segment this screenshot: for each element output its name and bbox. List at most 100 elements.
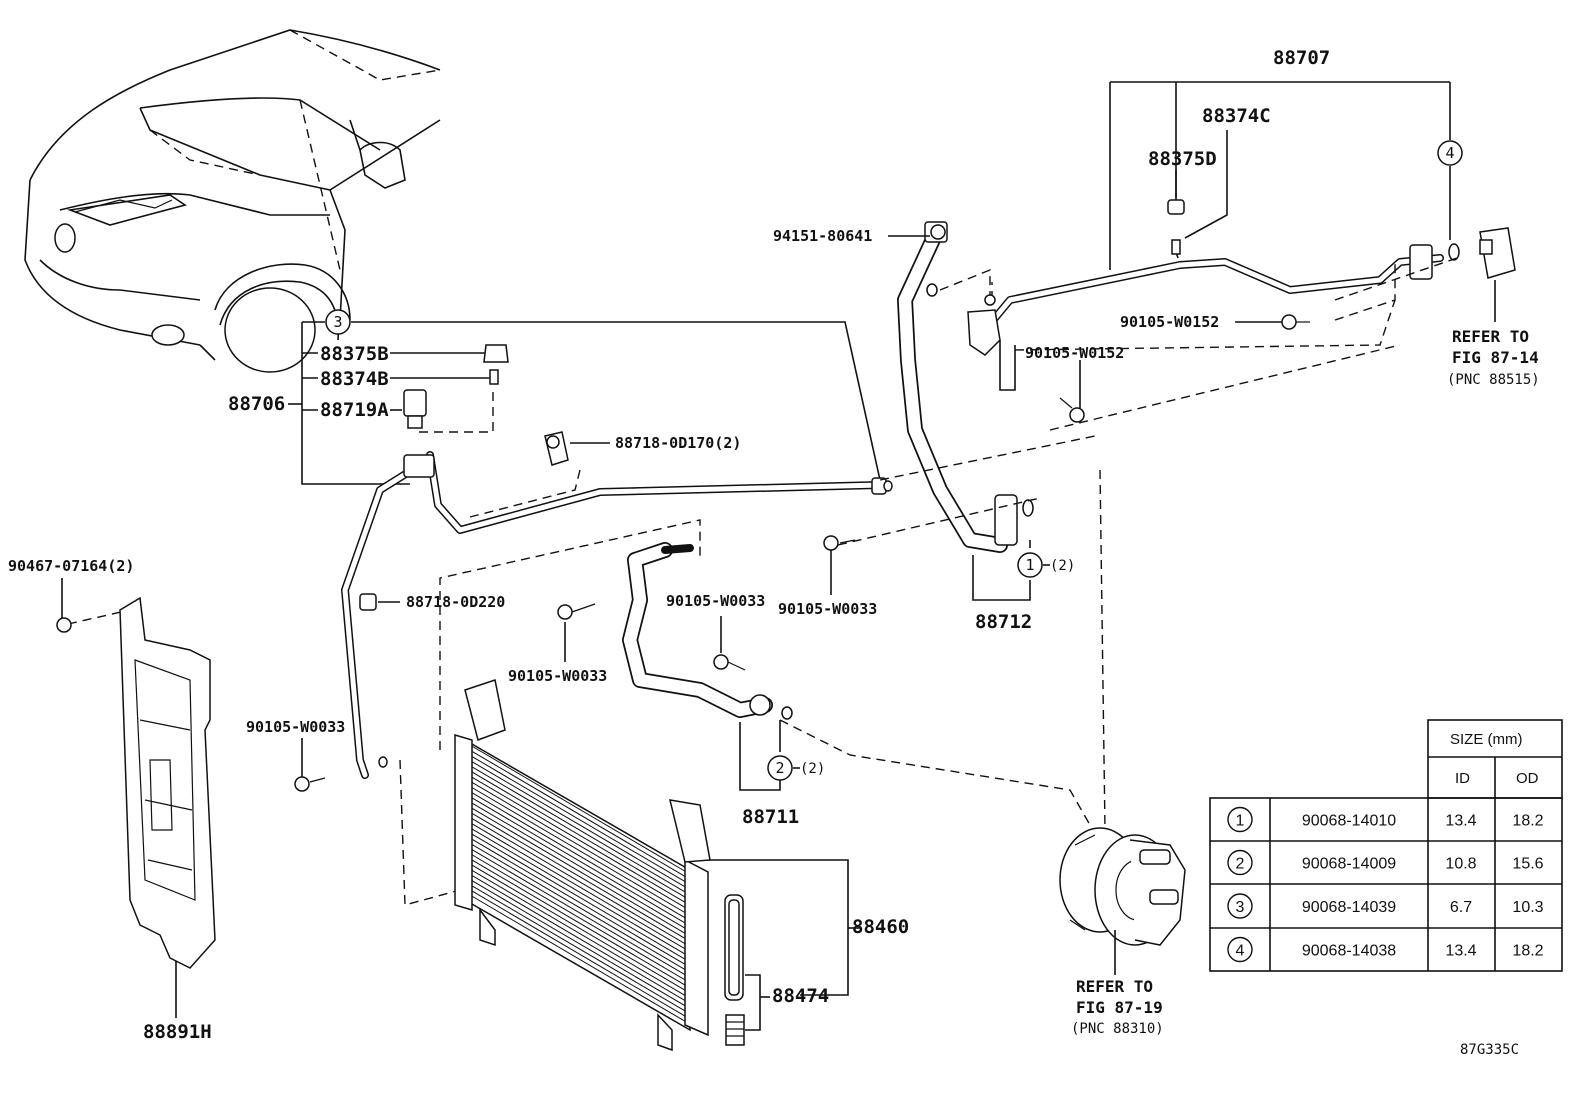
- table-cell-id: 6.7: [1450, 899, 1472, 916]
- label-88460: 88460: [852, 916, 909, 938]
- table-cell-od: 18.2: [1512, 813, 1543, 830]
- bracket-88706-group: [288, 321, 881, 485]
- svg-text:(PNC 88515): (PNC 88515): [1447, 372, 1540, 388]
- refrigerant-pipes: [341, 227, 1444, 779]
- table-ref-circle: [1227, 936, 1253, 963]
- part-labels: 88707 88374C 88375D 94151-80641 90105-W0…: [8, 47, 1330, 1043]
- condenser-fin: [469, 873, 689, 1003]
- svg-text:FIG 87-14: FIG 87-14: [1452, 348, 1539, 367]
- radiator-side-seal-88891H: [56, 596, 216, 969]
- condenser-fin: [469, 884, 689, 1014]
- condenser-fin: [469, 806, 689, 936]
- compressor-reference: [1059, 827, 1186, 946]
- table-cell-ref: 1: [1236, 813, 1245, 830]
- reference-note-fig-87-19: REFER TO FIG 87-19 (PNC 88310): [1071, 930, 1164, 1037]
- label-88718-0D170: 88718-0D170(2): [615, 434, 741, 452]
- callout-1: 1 (2): [1017, 552, 1075, 578]
- table-cell-od: 15.6: [1512, 856, 1543, 873]
- label-88711: 88711: [742, 806, 799, 828]
- pressure-switch-88719A: [403, 389, 427, 429]
- condenser-fin: [469, 822, 689, 952]
- label-88374B: 88374B: [320, 368, 389, 390]
- desiccant-88474: [724, 894, 745, 1046]
- bolts: [294, 224, 996, 792]
- condenser-fin: [469, 894, 689, 1024]
- condenser-fin: [469, 785, 689, 915]
- callout-2: 2 (2): [767, 755, 825, 781]
- condenser-fin: [469, 791, 689, 920]
- leader-lines: [61, 81, 1461, 1031]
- condenser-fin: [469, 863, 689, 993]
- label-90105-W0033-left: 90105-W0033: [246, 718, 345, 736]
- svg-text:1: 1: [1025, 556, 1034, 574]
- condenser-fin: [469, 801, 689, 931]
- valve-core-88374B: [489, 369, 499, 385]
- label-88718-0D220: 88718-0D220: [406, 593, 505, 611]
- label-88474: 88474: [772, 985, 829, 1007]
- table-cell-id: 13.4: [1445, 943, 1476, 960]
- svg-text:(2): (2): [1050, 558, 1075, 574]
- condenser-fin: [469, 832, 689, 962]
- callout-4: 4: [1437, 140, 1463, 166]
- condenser-fin: [469, 744, 689, 874]
- label-90105-W0152-a: 90105-W0152: [1120, 313, 1219, 331]
- label-90105-W0033-mid: 90105-W0033: [508, 667, 607, 685]
- condenser-fin: [469, 848, 689, 977]
- condenser-fin: [469, 811, 689, 941]
- label-88375D: 88375D: [1148, 148, 1217, 170]
- table-cell-part-number: 90068-14038: [1302, 943, 1396, 960]
- callout-3: 3: [325, 309, 351, 335]
- table-cell-id: 10.8: [1445, 856, 1476, 873]
- condenser-fin: [469, 780, 689, 910]
- condenser-88460: [454, 679, 711, 1052]
- table-cell-part-number: 90068-14039: [1302, 899, 1396, 916]
- condenser-fin: [469, 796, 689, 926]
- diagram-code: 87G335C: [1460, 1042, 1519, 1058]
- label-88375B: 88375B: [320, 343, 389, 365]
- pipe-fittings: [378, 221, 1460, 768]
- table-cell-part-number: 90068-14009: [1302, 856, 1396, 873]
- condenser-fin: [469, 770, 689, 900]
- label-88706: 88706: [228, 393, 285, 415]
- reference-note-fig-87-14: REFER TO FIG 87-14 (PNC 88515): [1447, 280, 1540, 388]
- svg-text:2: 2: [775, 759, 784, 777]
- table-cell-od: 18.2: [1512, 943, 1543, 960]
- condenser-fin: [469, 760, 689, 889]
- clamp-88718-0D220: [359, 593, 377, 611]
- condenser-fin: [469, 889, 689, 1019]
- condenser-fin: [469, 879, 689, 1008]
- table-col-od: OD: [1516, 770, 1539, 787]
- condenser-fin: [469, 749, 689, 879]
- label-88891H: 88891H: [143, 1021, 212, 1043]
- condenser-fin: [469, 816, 689, 946]
- table-cell-part-number: 90068-14010: [1302, 813, 1396, 830]
- valve-cap-88375B: [483, 344, 509, 363]
- condenser-fin: [469, 837, 689, 967]
- condenser-fin: [469, 827, 689, 957]
- svg-text:3: 3: [333, 313, 342, 331]
- svg-text:(2): (2): [800, 761, 825, 777]
- table-ref-circle: [1227, 893, 1253, 919]
- label-94151-80641: 94151-80641: [773, 227, 872, 245]
- table-cell-od: 10.3: [1512, 899, 1543, 916]
- label-90105-W0152-b: 90105-W0152: [1025, 344, 1124, 362]
- svg-text:FIG 87-19: FIG 87-19: [1076, 998, 1163, 1017]
- label-88707: 88707: [1273, 47, 1330, 69]
- condenser-fin: [469, 858, 689, 988]
- condenser-fin: [469, 765, 689, 895]
- table-ref-circle: [1227, 849, 1253, 876]
- condenser-fin: [469, 868, 689, 998]
- table-ref-circle: [1227, 806, 1253, 833]
- label-90105-W0033-top: 90105-W0033: [666, 592, 765, 610]
- svg-text:4: 4: [1445, 144, 1454, 162]
- label-88719A: 88719A: [320, 399, 389, 421]
- condenser-fin: [469, 842, 689, 972]
- table-cell-ref: 3: [1236, 899, 1245, 916]
- label-90467-07164: 90467-07164(2): [8, 557, 134, 575]
- label-90105-W0033-right: 90105-W0033: [778, 600, 877, 618]
